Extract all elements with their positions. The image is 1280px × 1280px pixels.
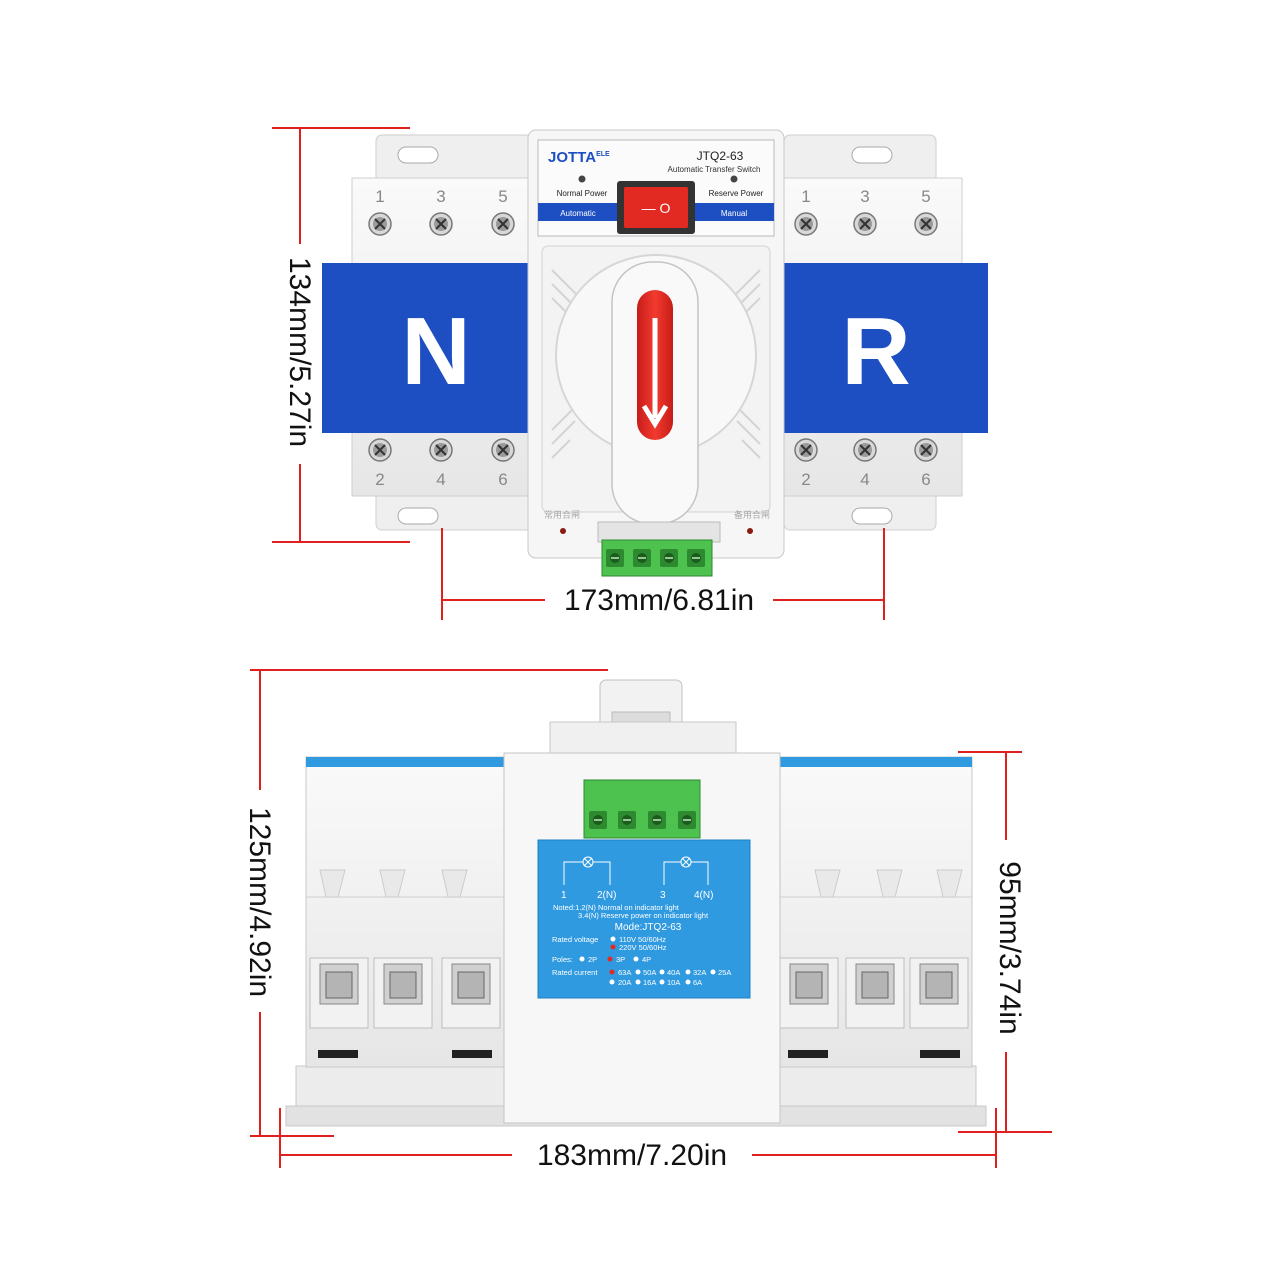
right-bottom-terminal-6: 6 [921, 470, 930, 489]
rated-current-label: Rated current [552, 968, 598, 977]
normal-power-label: Normal Power [557, 189, 608, 198]
left-terminal-slots [309, 957, 501, 1029]
front-view: N R 1 3 5 1 3 5 2 4 6 2 4 6 JOTTA [322, 129, 988, 577]
right-top-terminal-3: 3 [860, 187, 869, 206]
note-line-2: 3.4(N) Reserve power on indicator light [578, 911, 709, 920]
current-20a: 20A [618, 978, 631, 987]
right-top-terminal-5: 5 [921, 187, 930, 206]
arrow-down-icon [641, 318, 669, 429]
top-height-dimension: 134mm/5.27in [283, 257, 316, 447]
current-16a: 16A [643, 978, 656, 987]
left-bottom-terminal-6: 6 [498, 470, 507, 489]
reserve-indicator-led [730, 175, 738, 183]
pole-option-3p: 3P [616, 955, 625, 964]
automatic-label: Automatic [560, 209, 596, 218]
terminal-2n-label: 2(N) [597, 890, 616, 901]
r-label: R [841, 298, 910, 405]
current-6a: 6A [693, 978, 702, 987]
voltage-option-1: 110V 50/60Hz [619, 935, 666, 944]
terminal-3-label: 3 [660, 890, 666, 901]
top-width-dimension: 173mm/6.81in [564, 584, 754, 617]
left-top-terminal-5: 5 [498, 187, 507, 206]
reserve-closing-label: 备用合闸 [734, 509, 770, 521]
current-63a: 63A [618, 968, 631, 977]
current-10a: 10A [667, 978, 680, 987]
current-50a: 50A [643, 968, 656, 977]
terminal-4n-label: 4(N) [694, 890, 713, 901]
n-label-panel [322, 263, 530, 433]
bottom-dimension-lines [250, 669, 1052, 1168]
note-line-1: Noted:1.2(N) Normal on indicator light [553, 903, 680, 912]
terminal-1-label: 1 [561, 890, 567, 901]
mode-label: Mode:JTQ2-63 [615, 922, 682, 933]
right-indicator-led [747, 528, 753, 534]
left-bottom-terminal-2: 2 [375, 470, 384, 489]
bottom-height-dimension: 125mm/4.92in [243, 807, 276, 997]
bottom-width-dimension: 183mm/7.20in [537, 1139, 727, 1172]
manual-label: Manual [721, 209, 747, 218]
n-label: N [401, 298, 470, 405]
model-number: JTQ2-63 [697, 149, 744, 163]
green-terminal-block [597, 521, 721, 577]
pole-option-2p: 2P [588, 955, 597, 964]
device-subtitle: Automatic Transfer Switch [668, 165, 761, 174]
rocker-symbols: — O [642, 200, 671, 216]
left-top-terminal-3: 3 [436, 187, 445, 206]
normal-indicator-led [578, 175, 586, 183]
voltage-option-2: 220V 50/60Hz [619, 943, 667, 952]
mode-rocker-switch[interactable]: — O [617, 181, 695, 234]
indicator-wiring [563, 856, 709, 885]
right-bottom-terminal-4: 4 [860, 470, 869, 489]
pole-option-4p: 4P [642, 955, 651, 964]
bottom-depth-dimension: 95mm/3.74in [993, 861, 1026, 1034]
current-25a: 25A [718, 968, 731, 977]
r-label-panel [784, 263, 988, 433]
side-view: 1 2(N) 3 4(N) Noted:1.2(N) Normal on ind… [285, 679, 987, 1127]
left-indicator-led [560, 528, 566, 534]
reserve-power-label: Reserve Power [709, 189, 764, 198]
left-bottom-terminal-4: 4 [436, 470, 445, 489]
rated-voltage-label: Rated voltage [552, 935, 598, 944]
normal-closing-label: 常用合闸 [544, 509, 580, 521]
right-top-terminal-1: 1 [801, 187, 810, 206]
side-green-terminal [583, 779, 701, 839]
current-32a: 32A [693, 968, 706, 977]
top-dimension-lines [272, 127, 885, 620]
right-terminal-slots [779, 957, 969, 1029]
current-40a: 40A [667, 968, 680, 977]
brand-logo: JOTTAELE [548, 149, 610, 166]
left-top-terminal-1: 1 [375, 187, 384, 206]
right-bottom-terminal-2: 2 [801, 470, 810, 489]
poles-label: Poles: [552, 955, 573, 964]
